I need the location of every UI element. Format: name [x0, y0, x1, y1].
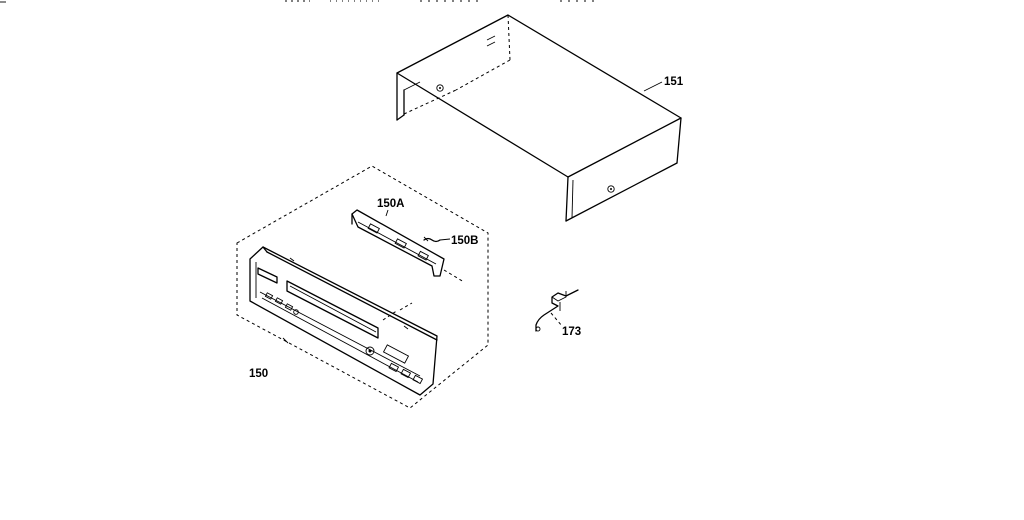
front-panel-group-boundary	[236, 165, 489, 409]
door-spring-part	[423, 236, 451, 243]
label-150a: 150A	[377, 198, 405, 210]
label-173: 173	[562, 326, 581, 338]
label-150: 150	[249, 368, 268, 380]
clamp-part	[535, 289, 579, 332]
scan-header-remnant	[0, 0, 600, 3]
top-cover-part	[396, 14, 682, 222]
label-150b: 150B	[451, 235, 479, 247]
door-assembly-part	[351, 209, 465, 283]
label-151: 151	[664, 76, 684, 88]
front-panel-part	[249, 246, 438, 396]
